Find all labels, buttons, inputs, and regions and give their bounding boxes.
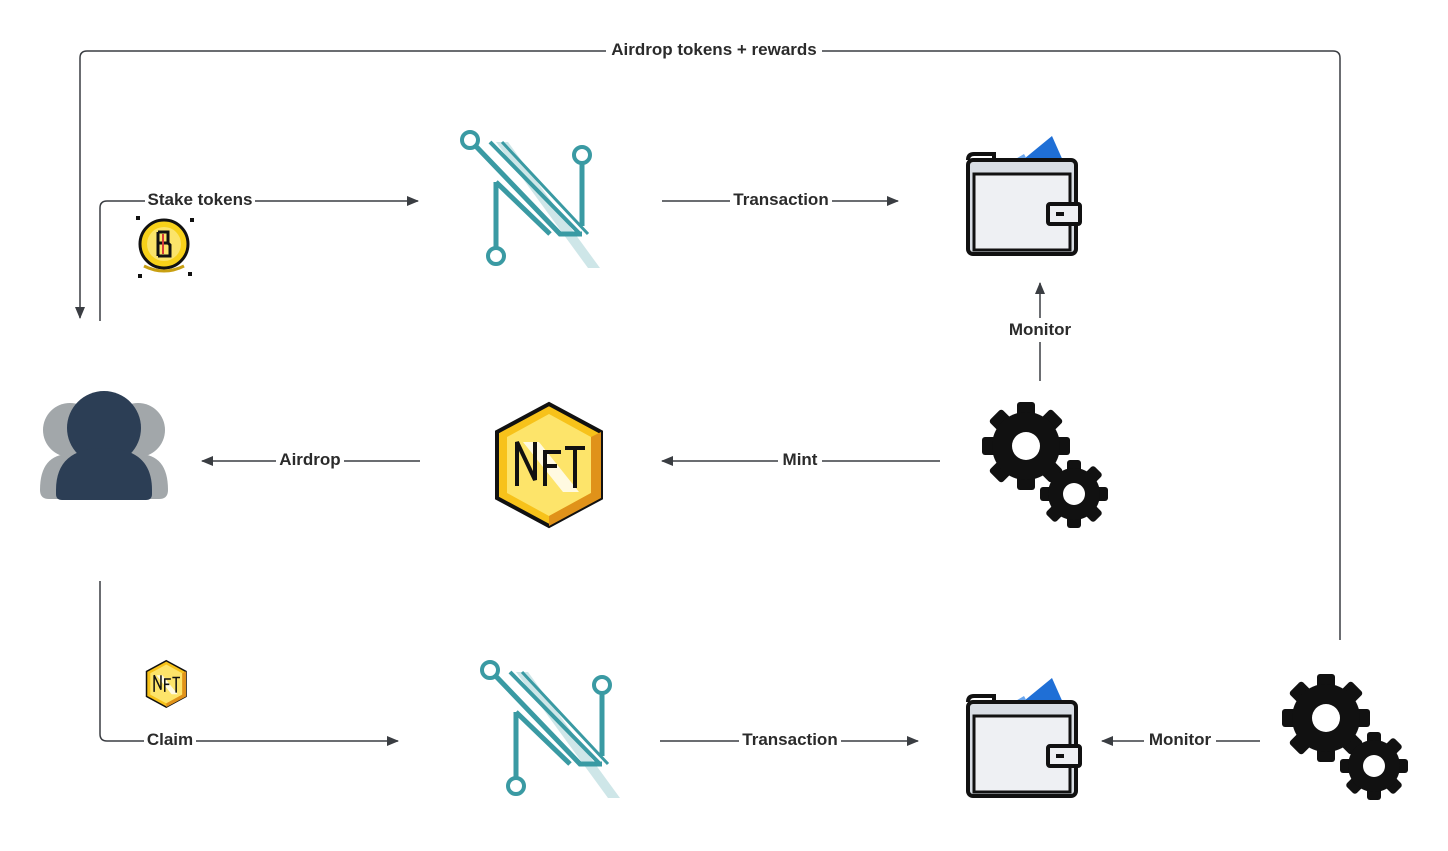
edge-label-transaction-top: Transaction (733, 190, 828, 209)
edge-monitor-bottom: Monitor (1101, 728, 1260, 752)
edge-airdrop-rewards: Airdrop tokens + rewards (75, 38, 1341, 640)
edge-mint: Mint (661, 448, 940, 472)
edge-label-claim: Claim (147, 730, 193, 749)
edge-transaction-top: Transaction (662, 188, 899, 212)
edge-monitor-top: Monitor (1004, 282, 1076, 381)
edge-label-mint: Mint (783, 450, 818, 469)
edge-label-monitor-top: Monitor (1009, 320, 1072, 339)
coin-icon (134, 214, 196, 280)
nft-hexagon-icon (495, 402, 603, 528)
n-circuit-logo-bottom (482, 662, 620, 798)
edge-label-stake-tokens: Stake tokens (148, 190, 253, 209)
gears-icon-mid (982, 402, 1108, 528)
wallet-icon-bottom (966, 676, 1082, 798)
edge-label-monitor-bottom: Monitor (1149, 730, 1212, 749)
user-group-icon (40, 391, 168, 500)
edge-label-transaction-bottom: Transaction (742, 730, 837, 749)
nft-hexagon-small-icon (145, 660, 187, 708)
edge-label-airdrop-rewards: Airdrop tokens + rewards (611, 40, 816, 59)
wallet-icon-top (966, 134, 1082, 256)
edge-airdrop: Airdrop (201, 448, 420, 472)
edge-stake-tokens: Stake tokens (99, 188, 419, 321)
gears-icon-bottom (1282, 674, 1408, 800)
n-circuit-logo-top (462, 132, 600, 268)
edge-label-airdrop: Airdrop (279, 450, 340, 469)
edge-claim: Claim (99, 581, 399, 752)
edge-transaction-bottom: Transaction (660, 728, 919, 752)
